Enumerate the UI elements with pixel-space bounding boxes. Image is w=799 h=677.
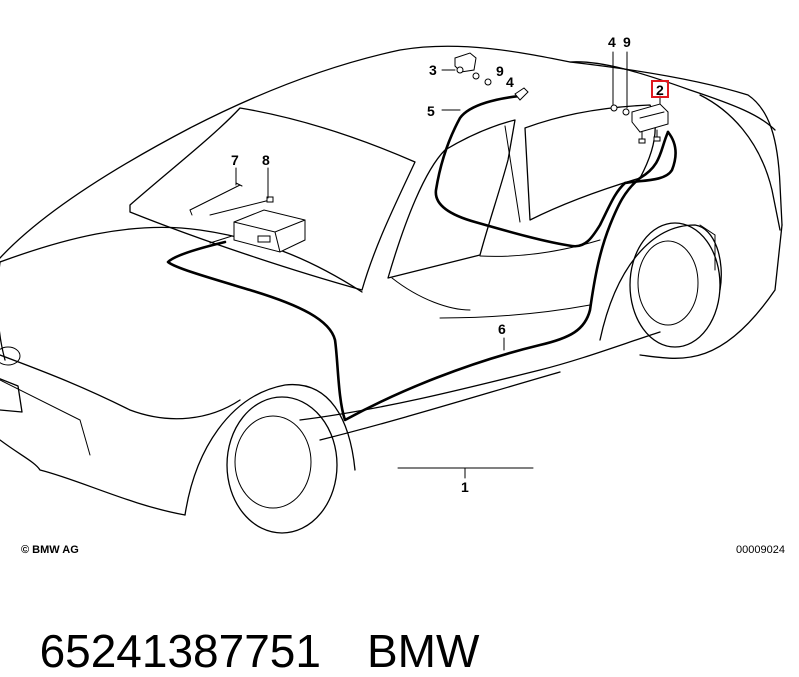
- callout-1: 1: [461, 479, 469, 495]
- drawing-id: 00009024: [736, 544, 785, 556]
- callout-9-rear: 9: [623, 34, 631, 50]
- callout-2: 2: [656, 82, 664, 98]
- footer-caption: 65241387751 BMW: [14, 582, 480, 677]
- brand-name: BMW: [366, 625, 480, 677]
- callout-9-roof: 9: [496, 63, 504, 79]
- callout-5: 5: [427, 103, 435, 119]
- callout-8: 8: [262, 152, 270, 168]
- car-outline: [0, 45, 783, 534]
- callout-4-roof: 4: [506, 74, 514, 90]
- callout-3: 3: [429, 62, 437, 78]
- part-number: 65241387751: [39, 625, 321, 677]
- callout-4-rear: 4: [608, 34, 616, 50]
- radio-amplifier-parts: [189, 182, 306, 253]
- callout-6: 6: [498, 321, 506, 337]
- roof-antenna-base: [454, 52, 529, 101]
- leader-lines: [235, 51, 661, 351]
- callout-7: 7: [231, 152, 239, 168]
- antenna-cable: [166, 94, 677, 422]
- rear-antenna-module: [610, 103, 669, 144]
- copyright: © BMW AG: [21, 544, 79, 556]
- callout-2-highlight: [651, 80, 669, 98]
